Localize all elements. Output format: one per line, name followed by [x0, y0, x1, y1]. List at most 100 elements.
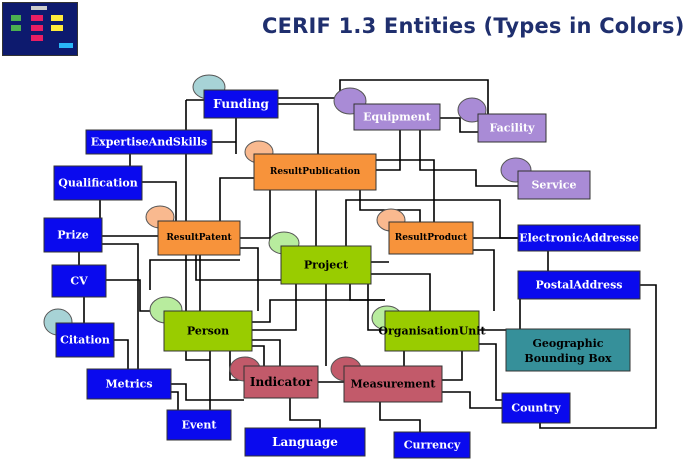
relationship-line — [442, 391, 502, 409]
entity-project[interactable]: Project — [280, 245, 372, 285]
relationship-line — [440, 117, 478, 133]
entity-box — [517, 270, 641, 300]
entity-box — [203, 89, 279, 119]
entity-box — [157, 220, 241, 256]
relationship-line — [289, 398, 321, 428]
entity-label: OrganisationUnit — [378, 325, 486, 338]
entity-box — [53, 165, 143, 201]
entity-label: ResultPatent — [166, 233, 232, 243]
entity-nodes: FundingEquipmentFacilityExpertiseAndSkil… — [43, 89, 641, 459]
relationship-line — [442, 351, 463, 381]
entity-cv[interactable]: CV — [51, 264, 107, 298]
entity-box — [393, 431, 471, 459]
entity-label: Country — [511, 402, 561, 415]
entity-label: ResultProduct — [395, 233, 468, 243]
entity-label: ResultPublication — [270, 167, 361, 177]
entity-electronicaddress[interactable]: ElectronicAddresse — [517, 224, 641, 252]
entity-resultpublication[interactable]: ResultPublication — [253, 153, 377, 191]
entity-facility[interactable]: Facility — [477, 113, 547, 143]
entity-label: Event — [182, 419, 218, 432]
entity-measurement[interactable]: Measurement — [343, 365, 443, 403]
relationship-line — [102, 243, 139, 378]
entity-label: Language — [272, 435, 338, 449]
entity-metrics[interactable]: Metrics — [86, 368, 172, 400]
entity-box — [244, 427, 366, 457]
entity-organisationunit[interactable]: OrganisationUnit — [378, 310, 486, 352]
entity-label: Project — [304, 259, 349, 272]
entity-box — [388, 221, 474, 255]
slide-title: CERIF 1.3 Entities (Types in Colors) — [262, 14, 685, 38]
entity-event[interactable]: Event — [166, 409, 232, 441]
entity-box — [86, 368, 172, 400]
entity-box — [55, 322, 115, 358]
relationship-line — [371, 273, 431, 311]
entity-expertise[interactable]: ExpertiseAndSkills — [85, 129, 213, 155]
entity-currency[interactable]: Currency — [393, 431, 471, 459]
relationship-lines — [78, 79, 657, 432]
entity-label: Facility — [489, 122, 535, 135]
entity-label: Prize — [57, 229, 89, 242]
entity-equipment[interactable]: Equipment — [353, 103, 441, 131]
entity-label: ExpertiseAndSkills — [91, 136, 207, 149]
entity-box — [280, 245, 372, 285]
relationship-line — [252, 299, 385, 323]
entity-citation[interactable]: Citation — [55, 322, 115, 358]
entity-indicator[interactable]: Indicator — [243, 365, 319, 399]
relationship-line — [379, 402, 421, 432]
entity-label: Service — [531, 179, 576, 192]
entity-label: CV — [70, 275, 88, 288]
entity-qualification[interactable]: Qualification — [53, 165, 143, 201]
relationship-line — [473, 249, 495, 311]
entity-label: Equipment — [363, 111, 432, 124]
entity-label: Indicator — [250, 375, 313, 389]
entity-person[interactable]: Person — [163, 310, 253, 352]
entity-label: Qualification — [58, 177, 137, 190]
entity-box — [384, 310, 480, 352]
entity-box — [353, 103, 441, 131]
relationship-line — [376, 159, 435, 222]
entity-prize[interactable]: Prize — [43, 217, 103, 253]
entity-box — [163, 310, 253, 352]
entity-box — [477, 113, 547, 143]
entity-label: Citation — [60, 334, 110, 347]
relationship-line — [219, 177, 254, 221]
relationship-line — [142, 181, 177, 221]
relationship-line — [171, 383, 244, 401]
entity-box — [166, 409, 232, 441]
entity-box — [505, 328, 631, 372]
relationship-line — [278, 79, 489, 114]
relationship-line — [114, 339, 129, 369]
entity-box — [343, 365, 443, 403]
relationship-line — [419, 130, 518, 187]
entity-resultproduct[interactable]: ResultProduct — [388, 221, 474, 255]
slide-thumbnail — [2, 2, 78, 56]
entity-box — [85, 129, 213, 155]
entity-language[interactable]: Language — [244, 427, 366, 457]
entity-funding[interactable]: Funding — [203, 89, 279, 119]
relationship-line — [539, 284, 657, 429]
relationship-line — [149, 259, 240, 290]
entity-box — [51, 264, 107, 298]
entity-resultpatent[interactable]: ResultPatent — [157, 220, 241, 256]
relationship-line — [278, 103, 319, 154]
entity-label: Currency — [404, 439, 461, 452]
entity-label: Metrics — [105, 378, 152, 391]
entity-box — [501, 392, 571, 424]
entity-label: Person — [187, 325, 229, 338]
entity-service[interactable]: Service — [517, 170, 591, 200]
entity-box — [253, 153, 377, 191]
relationship-line — [479, 343, 502, 401]
entity-postaladdress[interactable]: PostalAddress — [517, 270, 641, 300]
entity-country[interactable]: Country — [501, 392, 571, 424]
relationship-line — [185, 100, 210, 361]
entity-label: PostalAddress — [536, 279, 623, 292]
entity-box — [43, 217, 103, 253]
entity-box — [243, 365, 319, 399]
entity-label: Measurement — [350, 378, 436, 391]
relationship-line — [252, 339, 281, 366]
entity-label: Funding — [213, 97, 269, 111]
entity-box — [517, 170, 591, 200]
